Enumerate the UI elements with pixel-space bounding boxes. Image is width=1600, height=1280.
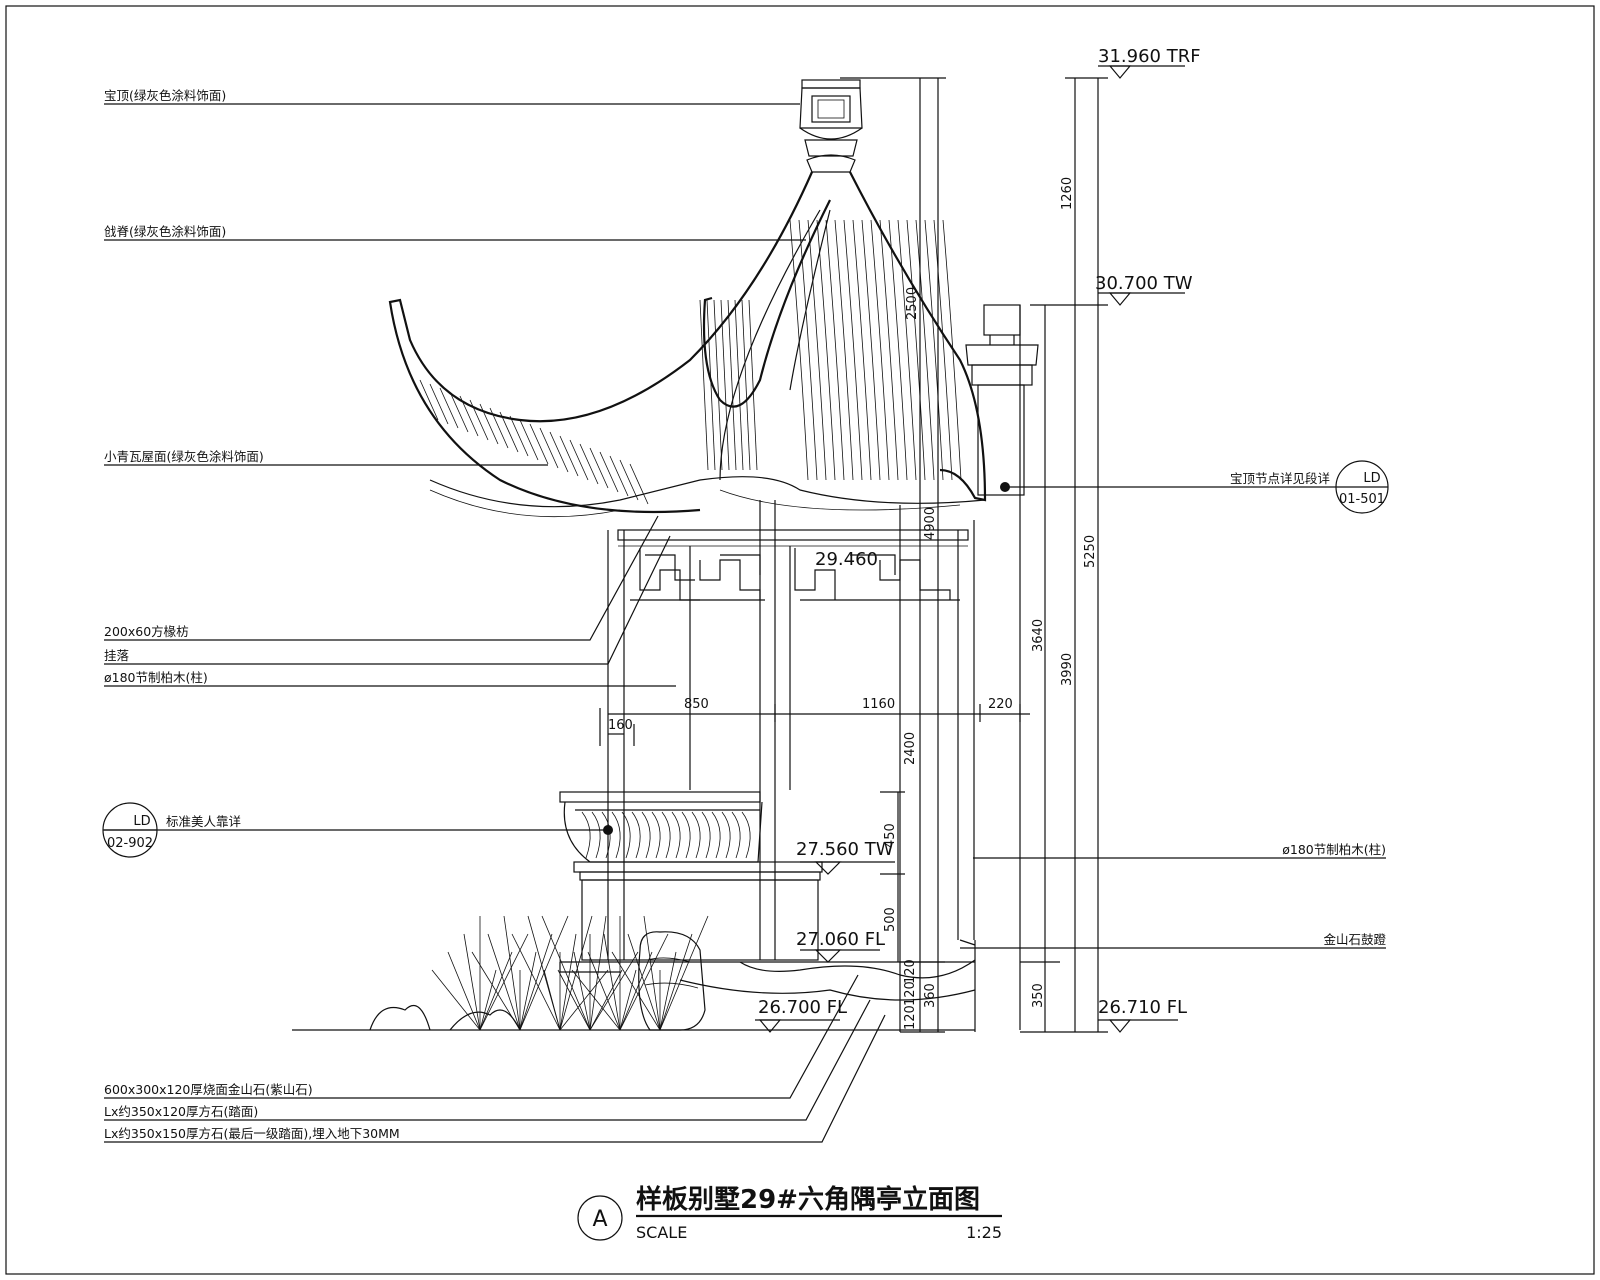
callout-ridge: 戗脊(绿灰色涂料饰面) bbox=[104, 224, 226, 239]
title-marker: A bbox=[592, 1207, 607, 1232]
ref-bubble-01-501: LD 01-501 bbox=[1335, 460, 1389, 514]
scale-label: SCALE bbox=[636, 1223, 687, 1242]
svg-text:LD: LD bbox=[133, 814, 150, 829]
pavilion bbox=[292, 79, 1039, 1032]
garden-plants bbox=[431, 915, 709, 1031]
callout-column-left: ø180节制柏木(柱) bbox=[104, 670, 208, 685]
callout-beam: 200x60方椽枋 bbox=[104, 624, 189, 639]
elev-tw-bench: 27.560 TW bbox=[796, 839, 894, 860]
svg-text:120: 120 bbox=[903, 981, 918, 1006]
svg-text:2400: 2400 bbox=[903, 732, 918, 765]
elev-fl-step: 27.060 FL bbox=[796, 929, 885, 950]
ridge-leader-dot bbox=[1000, 482, 1010, 492]
title-marker-circle bbox=[577, 1195, 623, 1241]
callout-hanging: 挂落 bbox=[104, 648, 130, 663]
svg-text:01-501: 01-501 bbox=[1339, 492, 1385, 507]
elev-trf: 31.960 TRF bbox=[1098, 46, 1201, 67]
svg-text:LD: LD bbox=[1363, 471, 1380, 486]
svg-text:2500: 2500 bbox=[905, 287, 920, 320]
svg-text:1160: 1160 bbox=[862, 697, 895, 712]
dimension-lines bbox=[599, 65, 1185, 1033]
roof-rafters bbox=[419, 219, 962, 505]
callout-paving-2: Lx约350x120厚方石(踏面) bbox=[104, 1104, 258, 1119]
elev-fl-right: 26.710 FL bbox=[1098, 997, 1187, 1018]
fretwork-lattice bbox=[630, 548, 960, 601]
garden-rock bbox=[638, 931, 706, 1031]
columns bbox=[607, 500, 975, 960]
ref-bubble-02-902: LD 02-902 bbox=[102, 802, 158, 858]
roof-right-sweep bbox=[849, 171, 987, 502]
leader-lines bbox=[104, 103, 1386, 1143]
svg-text:220: 220 bbox=[988, 697, 1013, 712]
svg-text:4900: 4900 bbox=[923, 507, 938, 540]
svg-text:120: 120 bbox=[903, 959, 918, 984]
drawing-border bbox=[5, 5, 1595, 1275]
scale-value: 1:25 bbox=[966, 1223, 1002, 1242]
elev-beam: 29.460 bbox=[815, 549, 878, 570]
svg-text:3990: 3990 bbox=[1060, 653, 1075, 686]
title-block: A 样板别墅29#六角隅亭立面图 SCALE 1:25 bbox=[577, 1184, 1002, 1242]
bench-backrest bbox=[559, 791, 763, 863]
svg-text:1260: 1260 bbox=[1060, 177, 1075, 210]
svg-text:450: 450 bbox=[883, 823, 898, 848]
svg-text:850: 850 bbox=[684, 697, 709, 712]
bench-seat bbox=[573, 861, 823, 961]
callout-roof-tile: 小青瓦屋面(绿灰色涂料饰面) bbox=[104, 449, 264, 464]
bench-slats bbox=[581, 811, 751, 859]
callout-column-right: ø180节制柏木(柱) bbox=[1282, 842, 1386, 857]
svg-text:350: 350 bbox=[1031, 983, 1046, 1008]
svg-text:500: 500 bbox=[883, 907, 898, 932]
elev-fl-ground: 26.700 FL bbox=[758, 997, 847, 1018]
elev-tw-top: 30.700 TW bbox=[1095, 273, 1193, 294]
svg-text:160: 160 bbox=[608, 718, 633, 733]
svg-text:120: 120 bbox=[903, 1005, 918, 1030]
finial bbox=[799, 79, 863, 173]
svg-text:360: 360 bbox=[923, 983, 938, 1008]
callout-paving-1: 600x300x120厚烧面金山石(紫山石) bbox=[104, 1082, 313, 1097]
beam-frame bbox=[617, 529, 969, 541]
drawing-title: 样板别墅29#六角隅亭立面图 bbox=[636, 1184, 980, 1215]
callout-labels: 宝顶(绿灰色涂料饰面) 戗脊(绿灰色涂料饰面) 小青瓦屋面(绿灰色涂料饰面) 2… bbox=[104, 88, 1386, 1141]
callout-bench: 标准美人靠详 bbox=[166, 814, 241, 829]
dimension-labels: 1260 2500 4900 5250 3640 3990 2400 450 5… bbox=[608, 177, 1098, 1030]
elevation-labels: 31.960 TRF 30.700 TW 29.460 27.560 TW 27… bbox=[758, 46, 1201, 1018]
callout-finial: 宝顶(绿灰色涂料饰面) bbox=[104, 88, 226, 103]
right-pilaster bbox=[965, 304, 1039, 496]
roof-ridge bbox=[702, 199, 831, 408]
svg-text:5250: 5250 bbox=[1083, 535, 1098, 568]
bench-leader-dot bbox=[603, 825, 613, 835]
callout-stone-base: 金山石鼓蹬 bbox=[1323, 932, 1386, 947]
roof-left-sweep bbox=[388, 171, 814, 514]
callout-ref-ridge: 宝顶节点详见段详 bbox=[1230, 471, 1330, 486]
svg-text:02-902: 02-902 bbox=[107, 836, 153, 851]
svg-text:3640: 3640 bbox=[1031, 619, 1046, 652]
callout-paving-3: Lx约350x150厚方石(最后一级踏面),埋入地下30MM bbox=[104, 1126, 400, 1141]
roof-eave bbox=[429, 476, 986, 508]
shrub-left bbox=[369, 1005, 431, 1031]
